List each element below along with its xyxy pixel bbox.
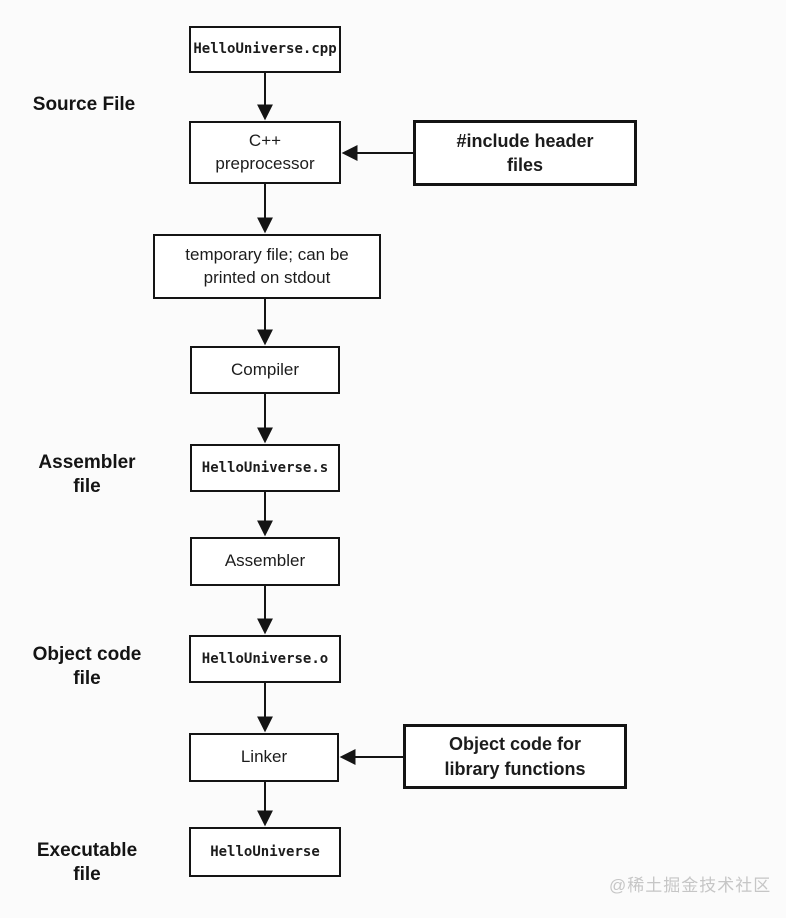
node-temp-file: temporary file; can be printed on stdout [153,234,381,299]
node-source-file: HelloUniverse.cpp [189,26,341,73]
label-object-code-file: Object code file [32,644,142,689]
label-assembler-file: Assembler file [38,452,136,497]
label-source-file: Source File [32,94,136,115]
node-assembler: Assembler [190,537,340,586]
node-assembler-file: HelloUniverse.s [190,444,340,492]
node-executable: HelloUniverse [189,827,341,877]
label-executable-file: Executable file [36,840,138,885]
node-object-file: HelloUniverse.o [189,635,341,683]
node-compiler: Compiler [190,346,340,394]
node-include-headers: #include header files [413,120,637,186]
node-preprocessor: C++ preprocessor [189,121,341,184]
node-library-object-code: Object code for library functions [403,724,627,789]
watermark-text: @稀土掘金技术社区 [609,876,772,895]
node-linker: Linker [189,733,339,782]
